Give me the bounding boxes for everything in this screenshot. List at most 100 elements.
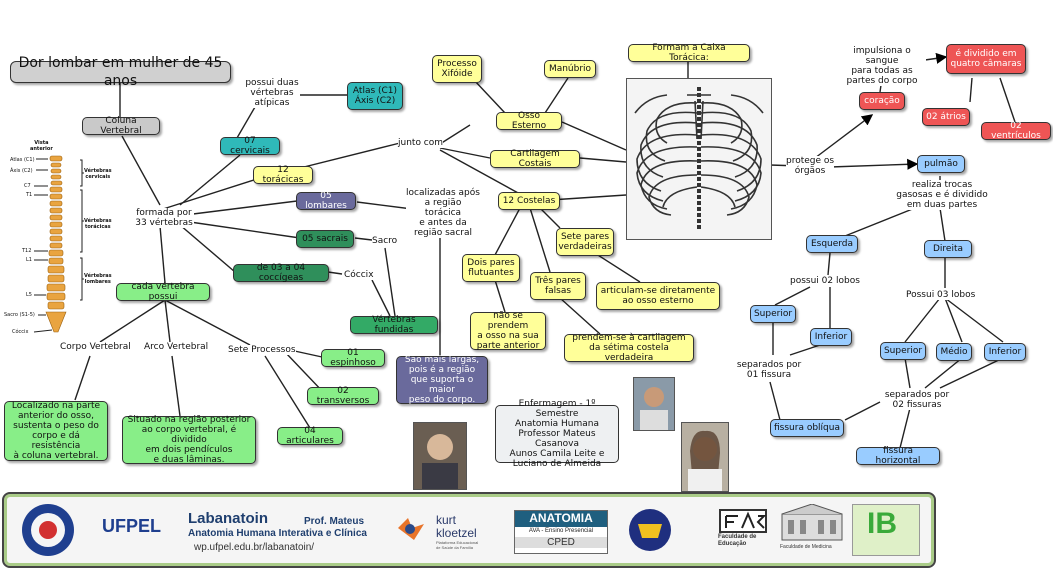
localizadas-text: localizadas após a região torácica e ant… [406, 188, 480, 238]
formada-text: formada por 33 vértebras [134, 208, 194, 228]
labanatoin-subtitle: Anatomia Humana Interativa e Clínica [188, 528, 367, 539]
sete-processos-text: Sete Processos [228, 345, 296, 355]
spine-cervicais-label: Vértebras cervicais [84, 168, 112, 180]
spine-illustration: Vista anterior Atlas (C1) Áxis (C2) C7 T… [4, 140, 118, 338]
inferior-esquerdo-node[interactable]: Inferior [810, 328, 852, 346]
spine-c7-label: C7 [24, 183, 31, 189]
superior-direito-node[interactable]: Superior [880, 342, 926, 360]
impulsiona-text: impulsiona o sangue para todas as partes… [838, 46, 926, 86]
labanatoin-title: Labanatoin [188, 510, 269, 527]
ib-logo: IB [852, 504, 920, 556]
dois-pares-node[interactable]: Dois pares flutuantes [462, 254, 520, 282]
rib-cage-drawing [634, 87, 764, 229]
sacro-text: Sacro [372, 236, 398, 246]
arco-descricao-node[interactable]: Situado na região posterior ao corpo ver… [122, 415, 256, 465]
cartilagem-node[interactable]: Cartilagem Costais [490, 149, 580, 169]
spine-toracicas-label: Vértebras torácicas [84, 218, 112, 230]
manubrio-node[interactable]: Manúbrio [544, 60, 596, 78]
possui-02-text: possui 02 lobos [790, 276, 860, 286]
kurt-kloetzel-icon [398, 518, 424, 540]
coluna-vertebral-node[interactable]: Coluna Vertebral [82, 116, 160, 136]
atlas-axis-node[interactable]: Atlas (C1) Áxis (C2) [347, 82, 403, 110]
cervicais-node[interactable]: 07 cervicais [220, 136, 280, 156]
fissura-horizontal-node[interactable]: fissura horizontal [856, 446, 940, 466]
esquerda-node[interactable]: Esquerda [806, 235, 858, 253]
corpo-descricao-node[interactable]: Localizado na parte anterior do osso, su… [4, 401, 108, 461]
famed-text: Faculdade de Medicina [780, 544, 832, 550]
corpo-vertebral-text: Corpo Vertebral [60, 342, 131, 352]
student-photo-3 [681, 422, 729, 492]
spine-t12-label: T12 [22, 248, 32, 254]
labanatoin-prof: Prof. Mateus [304, 516, 365, 527]
anatomia-logo: ANATOMIA AVA - Ensino Presencial CPED [514, 510, 608, 554]
famed-building-icon [781, 504, 843, 541]
spine-t1-label: T1 [26, 192, 33, 198]
spine-l1-label: L1 [26, 257, 32, 263]
junto-com-text: junto com [398, 138, 444, 148]
cada-vertebra-node[interactable]: cada vértebra possui [116, 282, 210, 302]
costelas-node[interactable]: 12 Costelas [498, 192, 560, 210]
articulares-node[interactable]: 04 articulares [277, 426, 343, 446]
inferior-direito-node[interactable]: Inferior [984, 343, 1026, 361]
espinhoso-node[interactable]: 01 espinhoso [321, 348, 385, 368]
spine-coccix-label: Cóccix [12, 329, 29, 335]
ufpel-logo-text: UFPEL [102, 516, 162, 536]
medio-node[interactable]: Médio [936, 343, 972, 361]
possui-03-text: Possui 03 lobos [906, 290, 976, 300]
transversos-node[interactable]: 02 transversos [307, 386, 379, 406]
ufpel-seal-icon [22, 504, 74, 556]
rib-cage-illustration [626, 78, 772, 240]
fae-text: Faculdade de Educação [718, 534, 757, 547]
processo-xifoide-node[interactable]: Processo Xifóide [432, 55, 482, 83]
mais-largas-node[interactable]: São mais largas, pois é a região que sup… [396, 355, 488, 405]
prendem-node[interactable]: prendem-se à cartilagem da sétima costel… [564, 333, 694, 363]
coccigeas-node[interactable]: de 03 a 04 coccígeas [233, 263, 329, 283]
ventriculos-node[interactable]: 02 ventrículos [981, 121, 1051, 141]
page-title: Dor lombar em mulher de 45 anos [10, 55, 231, 89]
osso-esterno-node[interactable]: Osso Esterno [496, 111, 562, 131]
protege-text: protege os órgãos [786, 156, 835, 176]
separados-02-text: separados por 02 fissuras [884, 390, 950, 410]
crest-icon [629, 509, 671, 551]
articulam-node[interactable]: articulam-se diretamente ao osso esterno [596, 282, 720, 310]
sete-pares-node[interactable]: Sete pares verdadeiras [556, 228, 614, 256]
spine-view-label: Vista anterior [30, 140, 53, 152]
kurt-kloetzel-text: kurt kloetzel [436, 513, 477, 540]
superior-esquerdo-node[interactable]: Superior [750, 305, 796, 323]
arco-vertebral-text: Arco Vertebral [144, 342, 209, 352]
spine-lombares-label: Vértebras lombares [84, 273, 112, 285]
anatomia-cped: CPED [515, 537, 607, 548]
lombares-node[interactable]: 05 lombares [296, 191, 356, 211]
footer-logos: UFPEL Labanatoin Prof. Mateus Anatomia H… [2, 492, 936, 568]
student-photo-1 [413, 422, 467, 490]
atrios-node[interactable]: 02 átrios [922, 108, 970, 126]
anatomia-title: ANATOMIA [515, 511, 607, 527]
nao-prendem-node[interactable]: não se prendem a osso na sua parte anter… [470, 311, 546, 351]
tres-pares-node[interactable]: Três pares falsas [530, 272, 586, 300]
spine-l5-label: L5 [26, 292, 32, 298]
anatomia-ava: AVA - Ensino Presencial [528, 528, 594, 534]
spine-drawing [33, 155, 84, 333]
realiza-text: realiza trocas gasosas e é dividido em d… [894, 180, 990, 210]
coracao-node[interactable]: coração [859, 92, 905, 110]
ib-logo-text: IB [867, 507, 897, 540]
kurt-kloetzel-subtitle: Plataforma Educacional de Saúde da Famíl… [436, 540, 479, 550]
spine-axis-label: Áxis (C2) [10, 168, 33, 174]
student-photo-2 [633, 377, 675, 431]
spine-atlas-label: Atlas (C1) [10, 157, 35, 163]
possui-duas-text: possui duas vértebras atípicas [244, 78, 300, 108]
separados-01-text: separados por 01 fissura [736, 360, 802, 380]
formam-caixa-node[interactable]: Formam a Caixa Torácica: [628, 43, 750, 63]
sacrais-node[interactable]: 05 sacrais [296, 230, 354, 248]
pulmao-node[interactable]: pulmão [917, 155, 965, 173]
coccix-text: Cóccix [344, 270, 374, 280]
fissura-obliqua-node[interactable]: fissura oblíqua [770, 419, 844, 437]
dividido-quatro-node[interactable]: é dividido em quatro câmaras [946, 44, 1026, 74]
spine-sacro-label: Sacro (S1-5) [4, 312, 35, 318]
labanatoin-url: wp.ufpel.edu.br/labanatoin/ [194, 542, 315, 553]
vertebras-fundidas-node[interactable]: Vértebras fundidas [350, 315, 438, 335]
direita-node[interactable]: Direita [924, 240, 972, 258]
credits-node: Enfermagem - 1º Semestre Anatomia Humana… [495, 399, 619, 469]
toracicas-node[interactable]: 12 torácicas [253, 165, 313, 185]
